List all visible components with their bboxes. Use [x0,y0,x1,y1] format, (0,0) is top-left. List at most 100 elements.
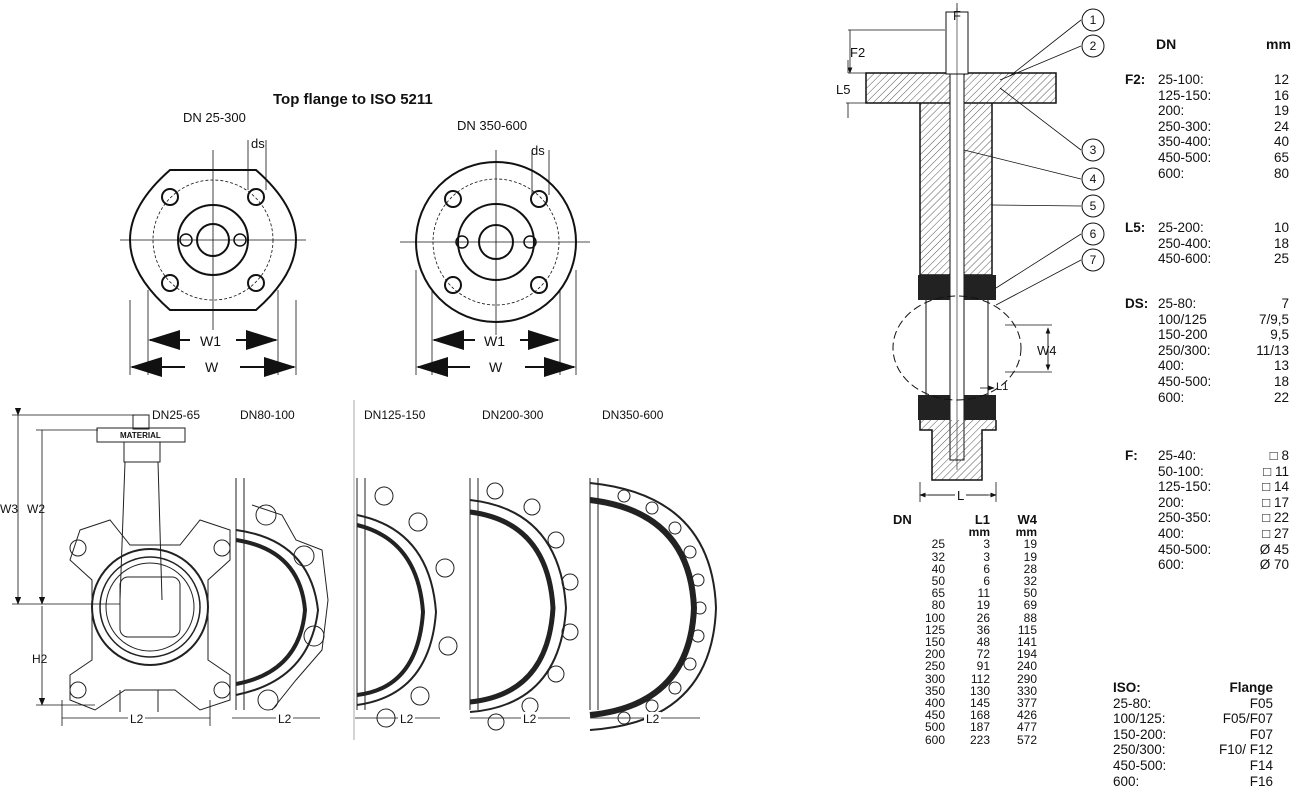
dimension-cell-dn: 32 [931,549,945,564]
l2-label-4: L2 [521,712,539,726]
spec-value: 40 [1273,134,1289,150]
spec-value: 18 [1273,373,1289,389]
spec-value: Ø 70 [1259,557,1289,573]
side-label-dn80-100: DN80-100 [240,408,295,422]
spec-range: 25-200: [1158,220,1204,235]
iso-table-row: 25-80:F05 [1113,696,1273,712]
spec-row: 450-500: 18 [1125,374,1289,390]
spec-range: 450-500: [1158,149,1212,165]
spec-range: 125-150: [1158,87,1212,103]
spec-range: 450-600: [1158,251,1212,267]
iso-header-flange: Flange [1229,680,1273,695]
dimension-cell-w4: 19 [1023,537,1037,552]
flange-left-ds-label: ds [251,136,265,151]
side-label-dn200-300: DN200-300 [482,408,544,422]
spec-range: 450-500: [1158,373,1212,389]
spec-value: 11/13 [1256,342,1289,358]
section-l5-label: L5 [836,82,851,97]
dimension-cell-w4: 32 [1023,574,1037,589]
spec-row: 200:19 [1125,103,1289,119]
callout-5: 5 [1089,199,1097,213]
spec-value: Ø 45 [1259,541,1289,557]
section-w4-label: W4 [1037,343,1057,358]
l2-label-1: L2 [128,712,146,726]
spec-row: 450-500: Ø 45 [1125,542,1289,558]
iso-range: 450-500: [1113,757,1167,773]
spec-range: 50-100: [1158,463,1204,479]
spec-value: □ 27 [1262,525,1289,541]
flange-left-drawing [120,140,306,377]
dimension-cell-dn: 65 [931,586,945,601]
spec-row: 25-80: 7 [1125,296,1289,312]
spec-range: 250-350: [1158,510,1212,526]
dimension-cell-l1: 26 [976,610,990,625]
spec-value: 65 [1273,149,1289,165]
spec-value: 13 [1273,358,1289,374]
dimension-cell-w4: 477 [1016,720,1037,735]
side-label-dn125-150: DN125-150 [364,408,426,422]
side-label-dn350-600: DN350-600 [602,408,664,422]
spec-row: 250-400:18 [1125,236,1289,252]
dimension-cell-dn: 200 [924,647,945,662]
iso-range: 100/125: [1113,711,1166,727]
spec-value: □ 22 [1262,510,1289,526]
callout-3: 3 [1089,143,1097,157]
iso-table-header: ISO: Flange [1113,680,1273,696]
dimension-cell-l1: 36 [976,622,990,637]
side-view-dn25-65 [69,414,231,712]
spec-value: 19 [1273,103,1289,119]
iso-flange: F14 [1249,757,1273,773]
spec-row: 250-300:24 [1125,119,1289,135]
spec-header-mm: mm [1266,36,1291,52]
iso-flange: F10/ F12 [1218,742,1273,758]
dimension-cell-l1: 19 [976,598,990,613]
dimension-cell-dn: 500 [924,720,945,735]
dimension-unit-w4: mm [1015,525,1037,540]
section-l1-label: L1 [996,381,1009,393]
spec-range: 600: [1158,165,1185,181]
spec-group-key: F: [1125,448,1138,463]
dimension-cell-dn: 250 [924,659,945,674]
l2-label-2: L2 [276,712,294,726]
dimension-header-dn: DN [893,512,912,527]
material-label: MATERIAL [120,431,161,440]
iso-table-row: 250/300:F10/ F12 [1113,742,1273,758]
spec-range: 250-300: [1158,118,1212,134]
spec-value: 7 [1281,296,1289,311]
side-view-dn350-600 [589,478,718,731]
dimension-cell-w4: 50 [1023,586,1037,601]
flange-left-w-label: W [205,359,219,375]
spec-row: 250-350: □ 22 [1125,510,1289,526]
dimension-cell-l1: 145 [969,696,990,711]
dimension-cell-dn: 25 [931,537,945,552]
spec-value: 9,5 [1270,327,1289,343]
iso-table-row: 450-500: F14 [1113,758,1273,774]
dimension-cell-w4: 377 [1016,696,1037,711]
spec-range: 25-40: [1158,448,1197,463]
spec-value: □ 11 [1263,463,1289,479]
spec-range: 450-500: [1158,541,1212,557]
h2-label: H2 [32,652,48,666]
spec-value: 22 [1273,389,1289,405]
spec-header-dn: DN [1156,36,1177,52]
side-label-dn25-65: DN25-65 [152,408,201,422]
spec-range: 200: [1158,494,1185,510]
dimension-cell-w4: 28 [1023,561,1037,576]
spec-range: 250-400: [1158,235,1212,251]
dimension-cell-l1: 48 [976,635,990,650]
dimension-table-header: DN L1 W4 [893,512,1043,527]
callout-4: 4 [1089,172,1097,186]
spec-range: 25-80: [1158,296,1197,311]
